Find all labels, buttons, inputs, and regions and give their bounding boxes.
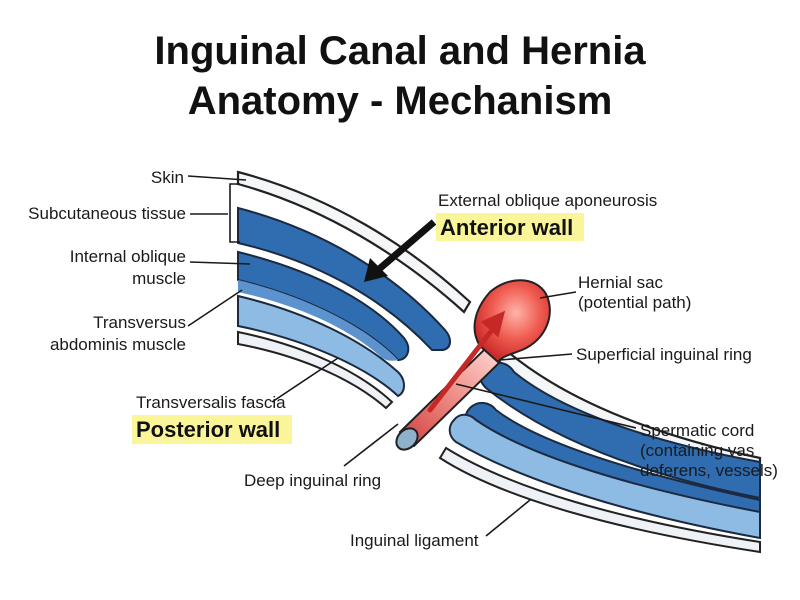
title-line-2: Anatomy - Mechanism (187, 79, 613, 123)
label-inguinal-ligament: Inguinal ligament (350, 531, 479, 550)
leader-inguinal-ligament (485, 499, 531, 537)
posterior-wall-highlight (132, 415, 292, 444)
hernia-path-arrow (427, 327, 495, 413)
label-superficial-ring: Superficial inguinal ring (576, 345, 752, 364)
label-spermatic-cord-1: Spermatic cord (640, 421, 754, 440)
hernia-path-arrowhead (480, 310, 506, 338)
layer-bracket (229, 183, 240, 243)
label-posterior-wall: Posterior wall (136, 417, 280, 442)
leader-transversalis (271, 357, 339, 403)
label-spermatic-cord-3: deferens, vessels) (640, 461, 778, 480)
anterior-wall-arrow (375, 219, 437, 273)
external-oblique-layer (237, 206, 451, 351)
leader-skin (187, 175, 247, 181)
hernial-sac (473, 279, 551, 364)
leader-transversus (187, 289, 243, 327)
label-internal-oblique-1: Internal oblique (70, 247, 186, 266)
label-internal-oblique-2: muscle (132, 269, 186, 288)
skin-layer (236, 170, 472, 314)
label-transversus-2: abdominis muscle (50, 335, 186, 354)
diagram-title: Inguinal Canal and Hernia Anatomy - Mech… (0, 26, 800, 126)
right-fascia-layer (438, 446, 761, 554)
title-line-1: Inguinal Canal and Hernia (154, 29, 646, 73)
internal-oblique-underside (238, 280, 398, 361)
transversus-layer (237, 294, 405, 398)
label-anterior-wall: Anterior wall (440, 215, 573, 240)
label-transversus-1: Transversus (93, 313, 186, 332)
label-external-oblique: External oblique aponeurosis (438, 191, 657, 210)
label-hernial-sac-1: Hernial sac (578, 273, 664, 292)
leader-deep-ring (343, 423, 399, 467)
leader-spermatic-cord (455, 383, 637, 429)
label-deep-ring: Deep inguinal ring (244, 471, 381, 490)
leader-superficial-ring (499, 353, 573, 361)
leader-hernial-sac (539, 291, 577, 299)
right-dark-layer (478, 361, 761, 500)
label-subcutaneous: Subcutaneous tissue (28, 204, 186, 223)
transversalis-fascia-layer (237, 330, 394, 410)
anterior-wall-highlight (436, 213, 584, 241)
label-skin: Skin (151, 168, 184, 187)
right-light-layer (448, 413, 761, 540)
label-hernial-sac-2: (potential path) (578, 293, 691, 312)
leader-internal-oblique (189, 261, 251, 265)
deep-ring-opening (395, 427, 419, 451)
label-spermatic-cord-2: (containing vas (640, 441, 754, 460)
anterior-wall-arrowhead (364, 258, 388, 282)
label-transversalis-fascia: Transversalis fascia (136, 393, 286, 412)
